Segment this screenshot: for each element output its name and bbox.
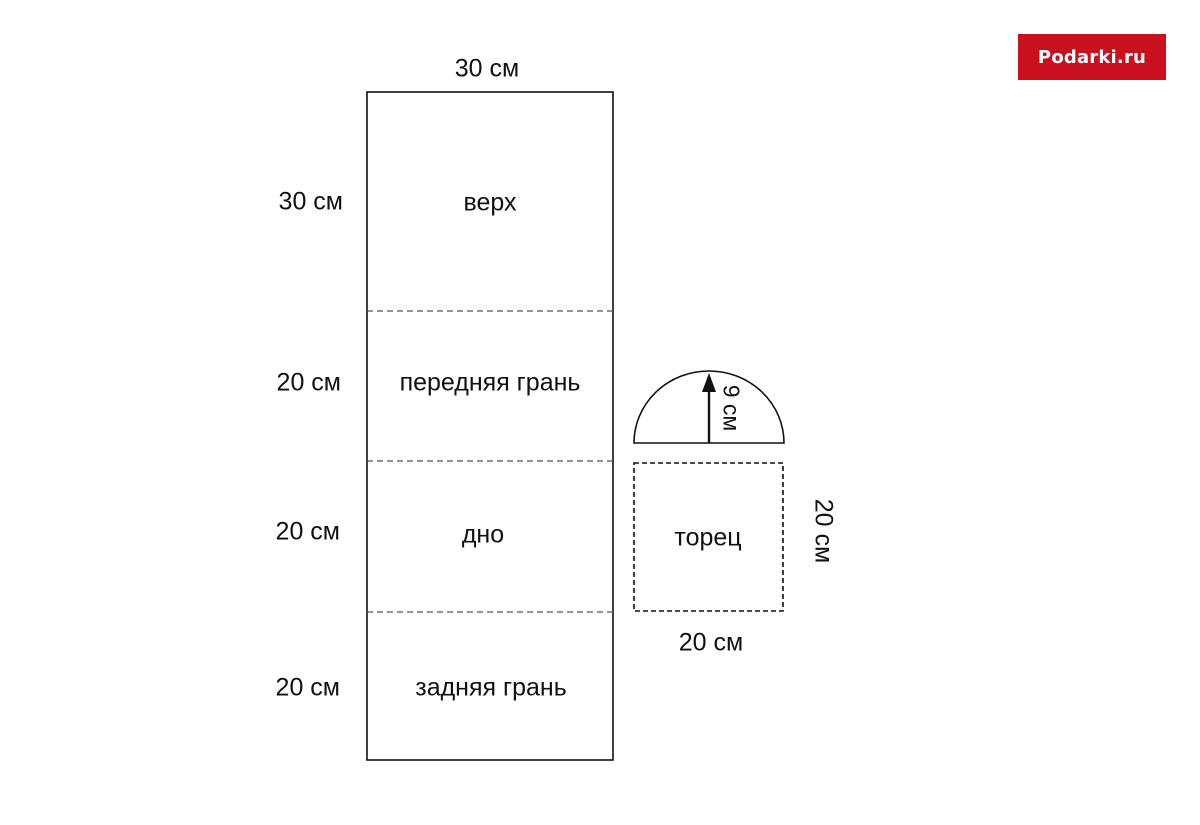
end-piece-radius-label: 9 см bbox=[718, 384, 745, 432]
section-height-bottom: 20 см bbox=[275, 517, 340, 546]
section-name-top: верх bbox=[463, 188, 517, 217]
radius-arrow-head bbox=[702, 373, 716, 392]
section-name-bottom: дно bbox=[461, 520, 505, 549]
main-strip-outline bbox=[366, 91, 614, 761]
end-piece-name: торец bbox=[674, 523, 742, 552]
section-height-front: 20 см bbox=[276, 368, 341, 397]
section-height-back: 20 см bbox=[275, 673, 340, 702]
end-piece-semicircle bbox=[633, 370, 785, 444]
main-strip-width-label: 30 см bbox=[454, 54, 520, 83]
logo-background bbox=[1018, 34, 1166, 80]
end-piece-height-label: 20 см bbox=[809, 498, 838, 564]
end-piece-width-label: 20 см bbox=[678, 628, 744, 657]
end-piece-square bbox=[633, 462, 784, 612]
podarki-logo[interactable]: Podarki.ru bbox=[1037, 46, 1147, 68]
section-name-front: передняя грань bbox=[399, 368, 581, 397]
section-height-top: 30 см bbox=[278, 187, 343, 216]
section-name-back: задняя грань bbox=[415, 673, 567, 702]
